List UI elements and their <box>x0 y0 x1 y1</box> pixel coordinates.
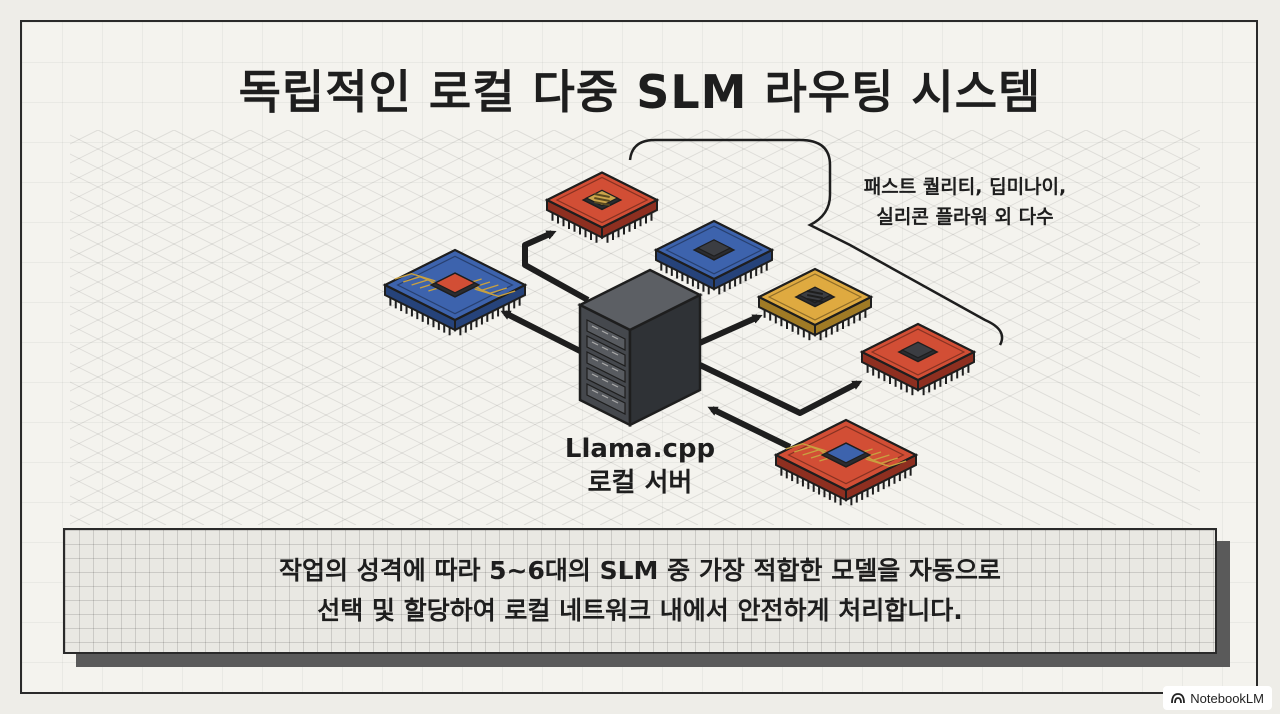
model-annotation: 패스트 퀄리티, 딥미나이, 실리콘 플라워 외 다수 <box>820 172 1110 232</box>
annotation-line-2: 실리콘 플라워 외 다수 <box>876 206 1054 228</box>
routing-arrow-4 <box>698 362 863 416</box>
chip-yellow-icon <box>756 267 874 341</box>
routing-arrows <box>500 230 863 450</box>
annotation-line-1: 패스트 퀄리티, 딥미나이, <box>863 176 1067 198</box>
page-title: 독립적인 로컬 다중 SLM 라우팅 시스템 <box>238 65 1042 119</box>
server-label-line-2: 로컬 서버 <box>587 468 693 498</box>
chip-red-top-icon <box>544 171 660 243</box>
notebooklm-badge: NotebookLM <box>1163 686 1272 710</box>
routing-arrow-2 <box>500 310 584 355</box>
routing-arrow-1 <box>522 230 590 303</box>
watermark-text: NotebookLM <box>1190 690 1264 706</box>
description-line-2: 선택 및 할당하여 로컬 네트워크 내에서 안전하게 처리합니다. <box>317 596 963 625</box>
notebooklm-logo-icon <box>1171 693 1186 704</box>
server-label: Llama.cpp 로컬 서버 <box>540 432 740 500</box>
routing-arrow-3 <box>693 314 763 348</box>
server-label-line-1: Llama.cpp <box>564 434 716 464</box>
chip-blue-left-icon <box>382 248 528 336</box>
description-line-1: 작업의 성격에 따라 5~6대의 SLM 중 가장 적합한 모델을 자동으로 <box>279 556 1001 585</box>
routing-arrow-5 <box>707 406 792 450</box>
chip-red-bottom-icon <box>773 418 919 506</box>
chip-blue-center-icon <box>653 219 775 295</box>
model-group-bracket <box>628 138 1004 346</box>
description-card: 작업의 성격에 따라 5~6대의 SLM 중 가장 적합한 모델을 자동으로 선… <box>63 528 1217 654</box>
chip-red-right-icon <box>859 322 977 396</box>
server-rack <box>577 268 703 428</box>
